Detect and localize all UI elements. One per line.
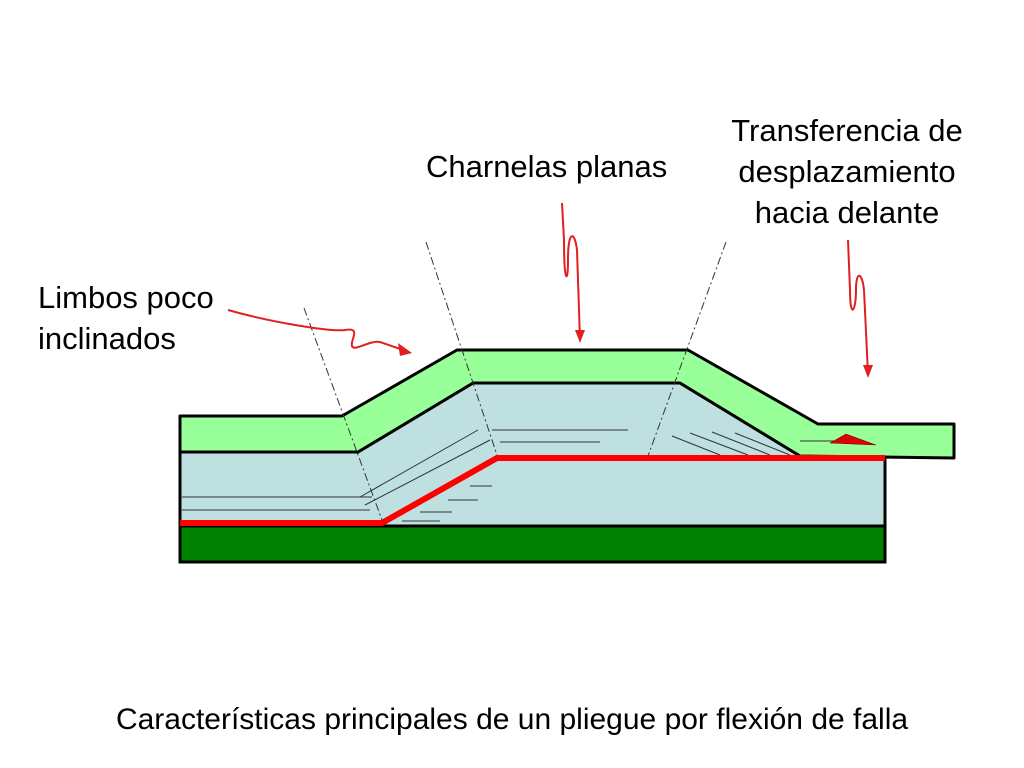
top-layer [178, 348, 956, 460]
arrowhead-transferencia [863, 365, 873, 378]
arrow-transferencia [847, 239, 869, 375]
displacement-arrow-icon [829, 433, 877, 446]
label-transferencia-line-2: desplazamiento [738, 154, 956, 189]
bedding-lines [182, 429, 850, 522]
label-limbos-line-2: inclinados [38, 321, 176, 356]
axial-traces [303, 241, 727, 521]
label-transferencia-line-1: Transferencia de [731, 113, 963, 148]
arrowhead-limbos [398, 343, 412, 356]
label-transferencia-line-3: hacia delante [754, 195, 940, 230]
label-limbos-poco-inclinados: Limbos poco inclinados [38, 277, 214, 359]
label-charnelas-planas: Charnelas planas [426, 149, 668, 184]
arrowheads [398, 330, 873, 378]
arrow-limbos [227, 309, 407, 352]
basement-layer [178, 524, 887, 564]
annotation-arrows [227, 202, 869, 375]
label-limbos-line-1: Limbos poco [38, 280, 214, 315]
diagram-caption: Características principales de un pliegu… [115, 703, 909, 736]
arrow-charnelas [561, 202, 581, 341]
arrowhead-charnelas [575, 330, 585, 343]
fault-line [180, 455, 885, 526]
label-transferencia: Transferencia de desplazamiento hacia de… [712, 110, 982, 233]
